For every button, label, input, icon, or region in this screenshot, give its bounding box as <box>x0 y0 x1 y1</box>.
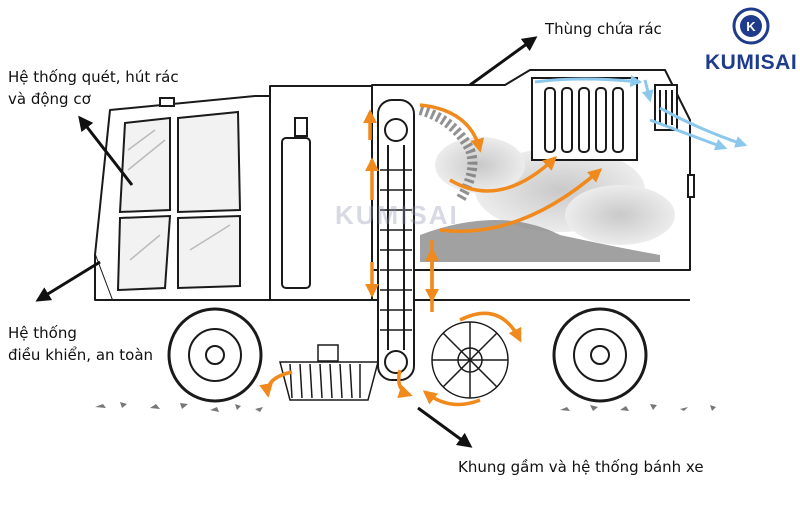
watermark: KUMISAI <box>335 200 459 230</box>
rear-wheel <box>552 307 648 403</box>
air-flow-arrows <box>534 75 748 151</box>
label-dust-bin-text: Thùng chứa rác <box>545 20 662 38</box>
label-dust-bin: Thùng chứa rác <box>545 18 662 40</box>
logo-emblem: K <box>732 7 770 45</box>
label-control-line2: điều khiển, an toàn <box>8 346 154 364</box>
elevator-conveyor <box>377 99 415 381</box>
svg-text:K: K <box>746 19 756 34</box>
debris-flow-arrows <box>259 103 603 407</box>
label-sweep-system: Hệ thống quét, hút rác và động cơ <box>8 66 179 110</box>
rear-handle <box>687 174 695 198</box>
label-control-line1: Hệ thống <box>8 324 77 342</box>
side-broom <box>279 344 379 401</box>
label-control-system: Hệ thống điều khiển, an toàn <box>8 322 153 366</box>
debris-stream <box>418 105 478 203</box>
label-sweep-line2: và động cơ <box>8 90 91 108</box>
cab-windows <box>116 110 242 292</box>
brand-logo: KUMISAI <box>705 6 797 78</box>
filter-unit <box>531 77 638 161</box>
conveyor-slats <box>380 169 412 331</box>
cab-light <box>159 97 175 107</box>
label-chassis: Khung gầm và hệ thống bánh xe <box>458 456 704 478</box>
ground-debris <box>95 402 716 412</box>
brand-name: KUMISAI <box>705 51 798 74</box>
main-broom <box>431 321 509 399</box>
engine-tank <box>281 117 311 289</box>
label-chassis-text: Khung gầm và hệ thống bánh xe <box>458 458 704 476</box>
label-sweep-line1: Hệ thống quét, hút rác <box>8 68 179 86</box>
pointer-arrows <box>35 36 538 448</box>
exhaust-fan <box>654 84 678 131</box>
front-wheel <box>167 307 263 403</box>
dust-cloud <box>435 137 675 245</box>
